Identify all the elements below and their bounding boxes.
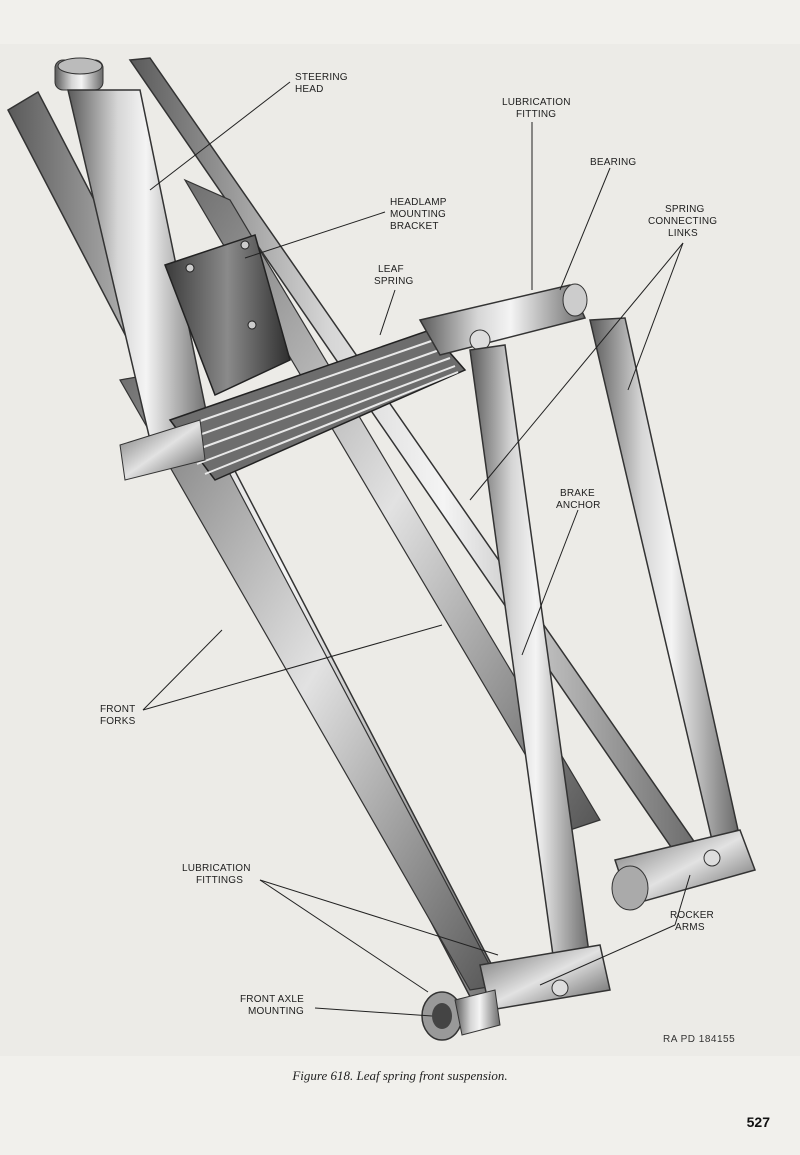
label-brake-anchor: BRAKE ANCHOR [556,488,601,511]
svg-text:BRAKE: BRAKE [560,488,595,499]
svg-text:FRONT: FRONT [100,704,135,715]
svg-text:LINKS: LINKS [668,228,698,239]
svg-text:SPRING: SPRING [374,276,414,287]
label-rocker-arms: ROCKER ARMS [670,910,714,933]
label-steering-head: STEERING HEAD [295,72,348,95]
svg-text:MOUNTING: MOUNTING [390,209,446,220]
svg-text:HEAD: HEAD [295,84,324,95]
label-lubrication-fittings: LUBRICATION FITTINGS [182,863,251,886]
svg-text:FRONT AXLE: FRONT AXLE [240,994,304,1005]
svg-text:ROCKER: ROCKER [670,910,714,921]
label-front-forks: FRONT FORKS [100,704,136,727]
svg-text:FITTING: FITTING [516,109,556,120]
label-lubrication-fitting: LUBRICATION FITTING [502,97,571,120]
label-bearing: BEARING [590,157,636,168]
svg-text:BEARING: BEARING [590,157,636,168]
svg-text:CONNECTING: CONNECTING [648,216,717,227]
label-front-axle-mounting: FRONT AXLE MOUNTING [240,994,304,1017]
svg-text:LEAF: LEAF [378,264,404,275]
label-spring-connecting-links: SPRING CONNECTING LINKS [648,204,717,239]
svg-text:FORKS: FORKS [100,716,136,727]
svg-text:SPRING: SPRING [665,204,705,215]
svg-text:HEADLAMP: HEADLAMP [390,197,447,208]
svg-text:LUBRICATION: LUBRICATION [182,863,251,874]
svg-text:FITTINGS: FITTINGS [196,875,243,886]
svg-text:ARMS: ARMS [675,922,705,933]
label-leaf-spring: LEAF SPRING [374,264,414,287]
svg-text:LUBRICATION: LUBRICATION [502,97,571,108]
reference-code: RA PD 184155 [663,1034,736,1045]
rocker-arms [479,829,756,1011]
figure-caption: Figure 618. Leaf spring front suspension… [292,1068,508,1083]
leaf-spring [119,329,467,481]
svg-text:ANCHOR: ANCHOR [556,500,601,511]
label-headlamp-mounting-bracket: HEADLAMP MOUNTING BRACKET [390,197,447,232]
leader-lines [142,81,691,1017]
suspension-illustration: STEERING HEAD LUBRICATION FITTING BEARIN… [0,44,800,1056]
rear-fork-tube [128,57,702,861]
spring-connecting-links [418,283,739,971]
page-number: 527 [746,1114,770,1130]
svg-text:MOUNTING: MOUNTING [248,1006,304,1017]
svg-text:STEERING: STEERING [295,72,348,83]
svg-text:BRACKET: BRACKET [390,221,439,232]
front-axle-mounting [421,989,501,1041]
suspension-drawing: STEERING HEAD LUBRICATION FITTING BEARIN… [7,57,756,1041]
headlamp-mounting-bracket [164,234,291,397]
